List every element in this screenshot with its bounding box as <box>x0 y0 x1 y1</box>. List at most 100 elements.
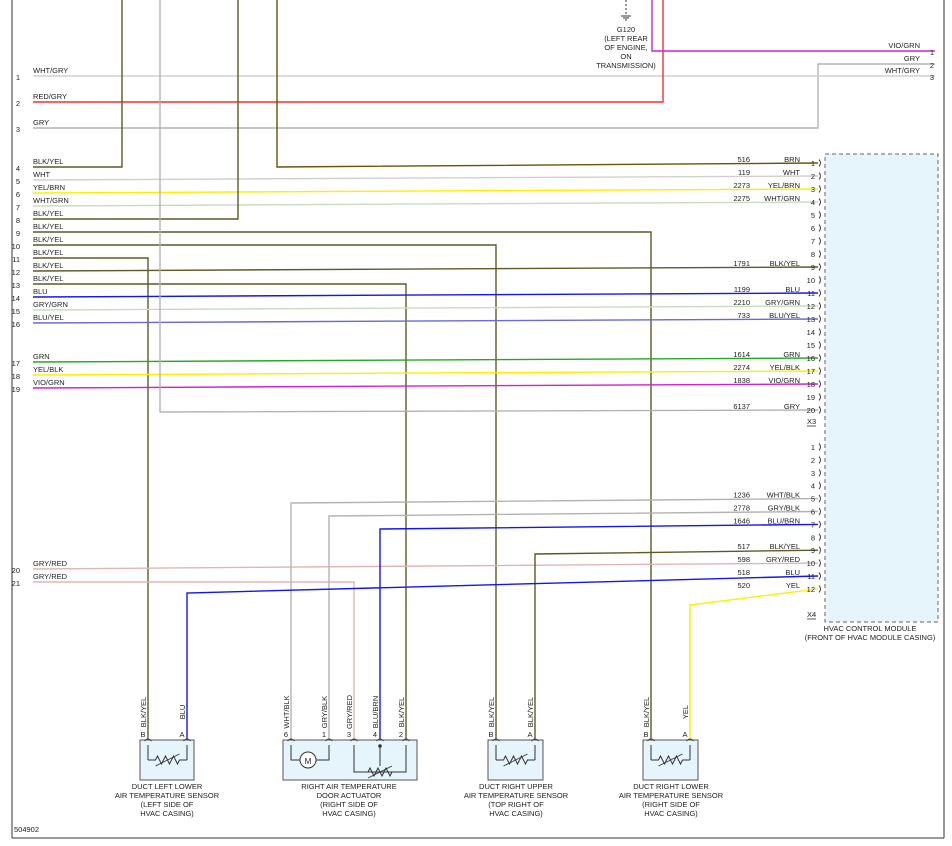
circuit-number: 518 <box>737 568 750 577</box>
component-name: (RIGHT SIDE OF <box>642 800 700 809</box>
left-wire-label: GRY/GRN <box>33 300 68 309</box>
left-wire-label: RED/GRY <box>33 92 67 101</box>
thermistor-arrow <box>658 753 683 767</box>
module-wire-label: WHT/GRN <box>764 194 800 203</box>
module-pin-number: 7 <box>811 520 815 529</box>
component-wire-label: YEL <box>681 705 690 719</box>
wire <box>33 231 652 740</box>
module-pin-number: 13 <box>807 315 815 324</box>
wire <box>32 562 819 570</box>
component-right-air-temp-actuator: M <box>282 738 418 781</box>
hvac-control-module <box>818 153 939 623</box>
left-pin-number: 2 <box>16 99 20 108</box>
wire <box>290 497 819 740</box>
left-pin-number: 9 <box>16 229 20 238</box>
component-layer: M <box>139 738 699 781</box>
module-pin-number: 18 <box>807 380 815 389</box>
left-wire-label: BLK/YEL <box>33 274 63 283</box>
module-wire-label: GRY/BLK <box>768 504 800 513</box>
module-pin-number: 15 <box>807 341 815 350</box>
ground-location: OF ENGINE, <box>604 43 647 52</box>
component-name: DOOR ACTUATOR <box>317 791 382 800</box>
circuit-number: 2275 <box>733 194 750 203</box>
left-pin-number: 7 <box>16 203 20 212</box>
left-pin-number: 19 <box>12 385 20 394</box>
connector-x3-label: X3 <box>807 417 816 426</box>
component-name: DUCT LEFT LOWER <box>132 782 203 791</box>
left-pin-number: 21 <box>12 579 20 588</box>
wire <box>32 201 819 207</box>
left-pin-number: 14 <box>12 294 20 303</box>
module-wire-label: GRN <box>783 350 800 359</box>
connector-pin-socket <box>818 185 821 193</box>
left-wire-label: GRY/RED <box>33 559 68 568</box>
module-wire-label: BLU <box>785 568 800 577</box>
module-pin-number: 10 <box>807 559 815 568</box>
motor-lead <box>316 745 330 761</box>
left-pin-number: 6 <box>16 190 20 199</box>
circuit-number: 6137 <box>733 402 750 411</box>
component-name: HVAC CASING) <box>489 809 543 818</box>
wire <box>651 0 935 52</box>
circuit-number: 2274 <box>733 363 750 372</box>
wire <box>32 305 819 311</box>
component-wire-label: WHT/BLK <box>282 695 291 728</box>
wire <box>32 175 819 181</box>
wire <box>534 549 819 740</box>
module-pin-number: 9 <box>811 546 815 555</box>
component-name: AIR TEMPERATURE SENSOR <box>619 791 724 800</box>
circuit-number: 2273 <box>733 181 750 190</box>
module-wire-label: YEL/BLK <box>770 363 800 372</box>
component-pin-socket <box>402 738 410 742</box>
motor-label: M <box>305 757 312 766</box>
connector-pin-socket <box>818 585 821 593</box>
left-pin-number: 16 <box>12 320 20 329</box>
diagram-frame <box>11 0 945 839</box>
component-duct-right-upper <box>487 738 544 781</box>
left-wire-label: WHT/GRY <box>33 66 68 75</box>
component-pin-number: 3 <box>347 730 351 739</box>
component-pin-socket <box>183 738 191 742</box>
component-name: RIGHT AIR TEMPERATURE <box>301 782 396 791</box>
component-wire-label: GRY/RED <box>345 694 354 729</box>
module-pin-number: 11 <box>807 572 815 581</box>
left-pin-number: 17 <box>12 359 20 368</box>
circuit-number: 119 <box>738 168 750 177</box>
component-wire-label: BLK/YEL <box>397 697 406 727</box>
module-pin-number: 9 <box>811 263 815 272</box>
component-wire-label: BLU/BRN <box>371 696 380 729</box>
left-pin-number: 1 <box>16 73 20 82</box>
circuit-number: 1199 <box>734 285 750 294</box>
left-wire-label: GRY/RED <box>33 572 68 581</box>
component-pin-socket <box>686 738 694 742</box>
component-pin-socket <box>325 738 333 742</box>
module-wire-label: WHT/BLK <box>767 491 800 500</box>
module-pin-number: 19 <box>807 393 815 402</box>
wire <box>33 0 664 103</box>
wire <box>32 292 819 298</box>
component-pin-number: 1 <box>322 730 326 739</box>
component-wire-label: BLK/YEL <box>487 697 496 727</box>
wire <box>379 523 819 740</box>
top-right-wire-label: WHT/GRY <box>885 66 920 75</box>
left-pin-number: 8 <box>16 216 20 225</box>
module-wire-label: GRY/GRN <box>765 298 800 307</box>
left-wire-label: VIO/GRN <box>33 378 65 387</box>
module-pin-number: 1 <box>811 443 815 452</box>
wire <box>328 510 819 740</box>
component-wire-label: BLK/YEL <box>642 697 651 727</box>
connector-pin-socket <box>818 354 821 362</box>
left-pin-number: 11 <box>12 255 20 264</box>
top-right-wire-label: GRY <box>904 54 920 63</box>
module-pin-number: 8 <box>811 250 815 259</box>
left-wire-label: BLK/YEL <box>33 222 63 231</box>
left-pin-number: 15 <box>12 307 20 316</box>
connector-pin-socket <box>818 250 821 258</box>
circuit-number: 1791 <box>733 259 750 268</box>
circuit-number: 733 <box>737 311 750 320</box>
component-pin-socket <box>144 738 152 742</box>
module-pin-number: 3 <box>811 185 815 194</box>
component-pin-number: A <box>527 730 532 739</box>
wire <box>32 383 819 389</box>
component-pin-socket <box>647 738 655 742</box>
